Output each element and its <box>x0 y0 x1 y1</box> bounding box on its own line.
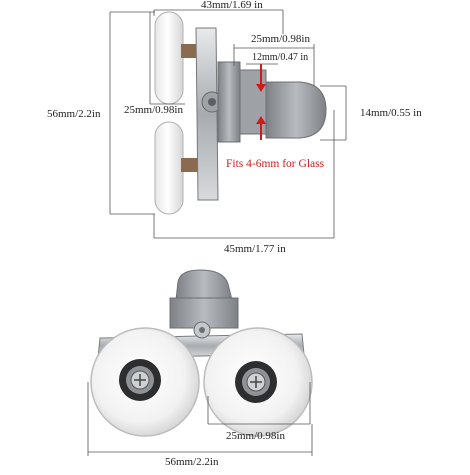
stem-housing <box>217 61 241 143</box>
lower-axle <box>181 158 199 172</box>
front-stem-cap <box>175 269 233 301</box>
wheel-diameter-side-label: 25mm/0.98in <box>124 104 183 116</box>
stem-width-label: 12mm/0.47 in <box>252 52 309 63</box>
top-width-label: 43mm/1.69 in <box>201 0 263 11</box>
dimension-lines-top <box>109 9 347 239</box>
total-width-bottom-label: 56mm/2.2in <box>165 456 219 468</box>
total-height-label: 56mm/2.2in <box>47 108 101 120</box>
wheel-diameter-top-label: 25mm/0.98in <box>251 33 310 45</box>
hub-screw-icon <box>208 98 216 106</box>
glass-fit-note: Fits 4-6mm for Glass <box>226 158 325 170</box>
front-view-product <box>90 269 313 437</box>
lower-wheel <box>154 121 184 215</box>
side-view-product <box>154 11 327 215</box>
dimension-lines-bottom <box>87 382 313 456</box>
stem-height-label: 14mm/0.55 in <box>360 107 422 119</box>
depth-label: 45mm/1.77 in <box>224 243 286 255</box>
stem-body <box>239 69 267 135</box>
metal-plate <box>195 27 219 201</box>
stem-cap <box>265 81 327 139</box>
wheel-span-bottom-label: 25mm/0.98in <box>226 430 285 442</box>
upper-wheel <box>154 11 184 105</box>
glass-gap-arrows <box>256 64 266 140</box>
upper-axle <box>181 44 199 58</box>
